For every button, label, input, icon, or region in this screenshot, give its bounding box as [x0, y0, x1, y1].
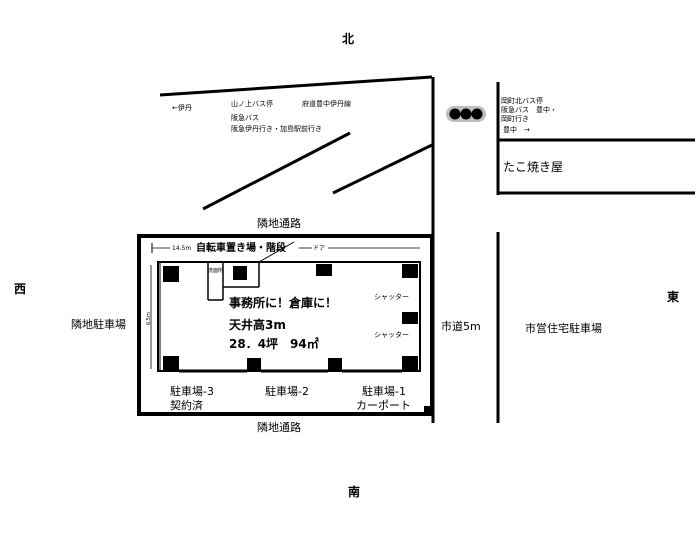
door-label: ドア: [313, 245, 325, 252]
lot-corner-marker: [424, 406, 431, 413]
bus-right-arrow: 豊中 →: [503, 125, 530, 134]
compass-south: 南: [348, 484, 360, 499]
road-diagonal-lower: [332, 143, 433, 195]
parking-1-label: 駐車場-1: [362, 384, 406, 398]
column: [402, 264, 418, 278]
adjacent-parking-west: 隣地駐車場: [71, 317, 126, 331]
bus-left-arrow: ←伊丹: [172, 103, 192, 112]
bus-right-line1: 阪急バス 豊中・: [501, 105, 557, 114]
adjacent-road-top: 隣地通路: [257, 216, 301, 230]
takoyaki-shop-label: たこ焼き屋: [503, 160, 563, 174]
parking-1-note: カーポート: [356, 399, 411, 412]
building-walls: [157, 261, 421, 372]
compass-east: 東: [667, 289, 679, 304]
bike-area-label: 自転車置き場・階段: [196, 241, 286, 254]
column: [233, 266, 247, 280]
column: [163, 356, 179, 370]
column: [316, 264, 332, 276]
lot-outline: [137, 234, 434, 416]
toilet-label: 洗面所: [208, 267, 223, 274]
route-label: 府道豊中伊丹線: [302, 99, 351, 108]
shutter-label-2: シャッター: [374, 330, 409, 339]
parking-3-note: 契約済: [170, 398, 203, 412]
parking-3-label: 駐車場-3: [170, 384, 214, 398]
traffic-signal-icon: [446, 106, 486, 122]
column: [328, 358, 342, 370]
column: [402, 312, 418, 324]
ceiling-height: 天井高3m: [229, 317, 286, 332]
compass-north: 北: [342, 31, 354, 46]
shutter-label-1: シャッター: [374, 292, 409, 301]
column: [163, 266, 179, 282]
road-diagonal-upper: [202, 131, 351, 211]
adjacent-road-bottom: 隣地通路: [257, 420, 301, 434]
floor-area: 28．4坪 94㎡: [229, 336, 319, 351]
bus-right-line2: 岡町行き: [501, 114, 529, 123]
depth-dimension: 6.5m: [146, 312, 152, 325]
road-edge-north: [159, 75, 433, 97]
building-plan: 14.5m 自転車置き場・階段 ドア 6.5m 洗面所: [146, 241, 421, 412]
bus-left-stop: 山ノ上バス停: [231, 99, 273, 108]
column: [402, 356, 418, 370]
building-headline: 事務所に！倉庫に！: [229, 295, 337, 310]
bus-left-line2: 阪急伊丹行き・加島駅前行き: [231, 124, 322, 133]
city-road-label: 市道5m: [441, 319, 481, 333]
column: [247, 358, 261, 370]
municipal-parking-label: 市営住宅駐車場: [525, 321, 602, 335]
bus-left-line1: 阪急バス: [231, 113, 259, 122]
bus-right-stop: 岡町北バス停: [501, 96, 543, 105]
compass-west: 西: [14, 282, 26, 296]
parking-2-label: 駐車場-2: [265, 384, 309, 398]
width-dimension: 14.5m: [172, 245, 191, 252]
